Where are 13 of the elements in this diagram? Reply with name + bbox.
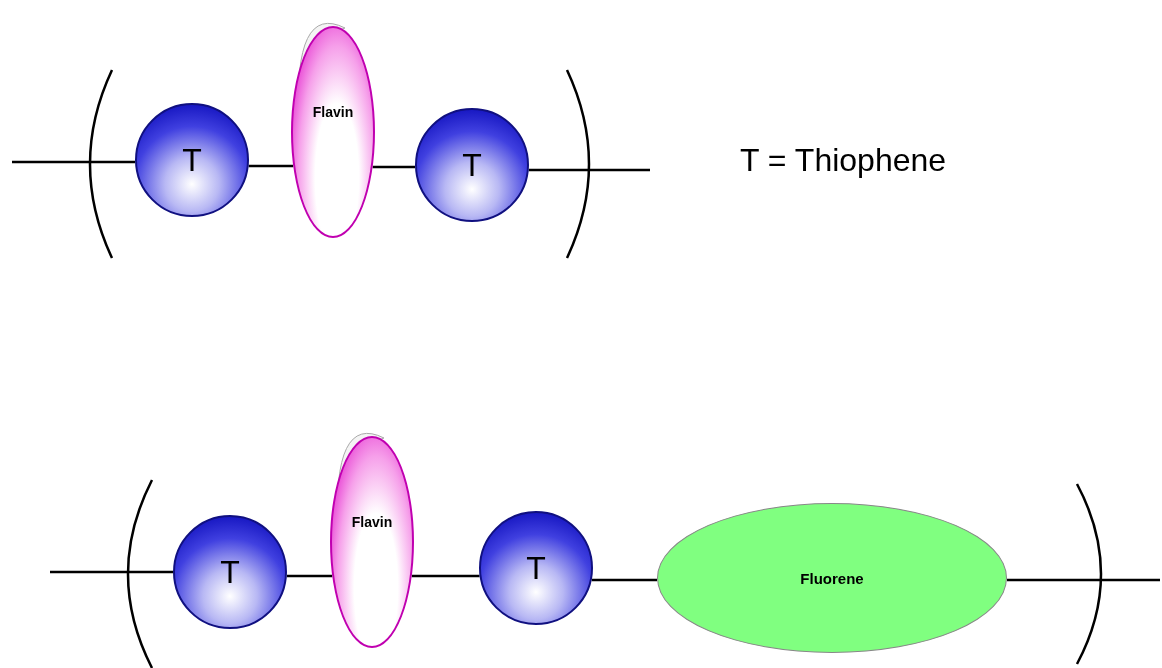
node-label: T [182,141,202,179]
node-label: T [526,549,546,587]
node-label: Flavin [351,514,393,530]
connector-line [591,578,658,582]
node-label: Fluorene [800,569,864,587]
connector-line [50,570,173,574]
connector-line [12,160,136,164]
node-label: T [462,146,482,184]
connector-line [528,168,650,172]
legend-note: T = Thiophene [740,142,947,179]
connector-line [1006,578,1160,582]
node-label: Flavin [312,104,354,120]
node-label: T [220,553,240,591]
